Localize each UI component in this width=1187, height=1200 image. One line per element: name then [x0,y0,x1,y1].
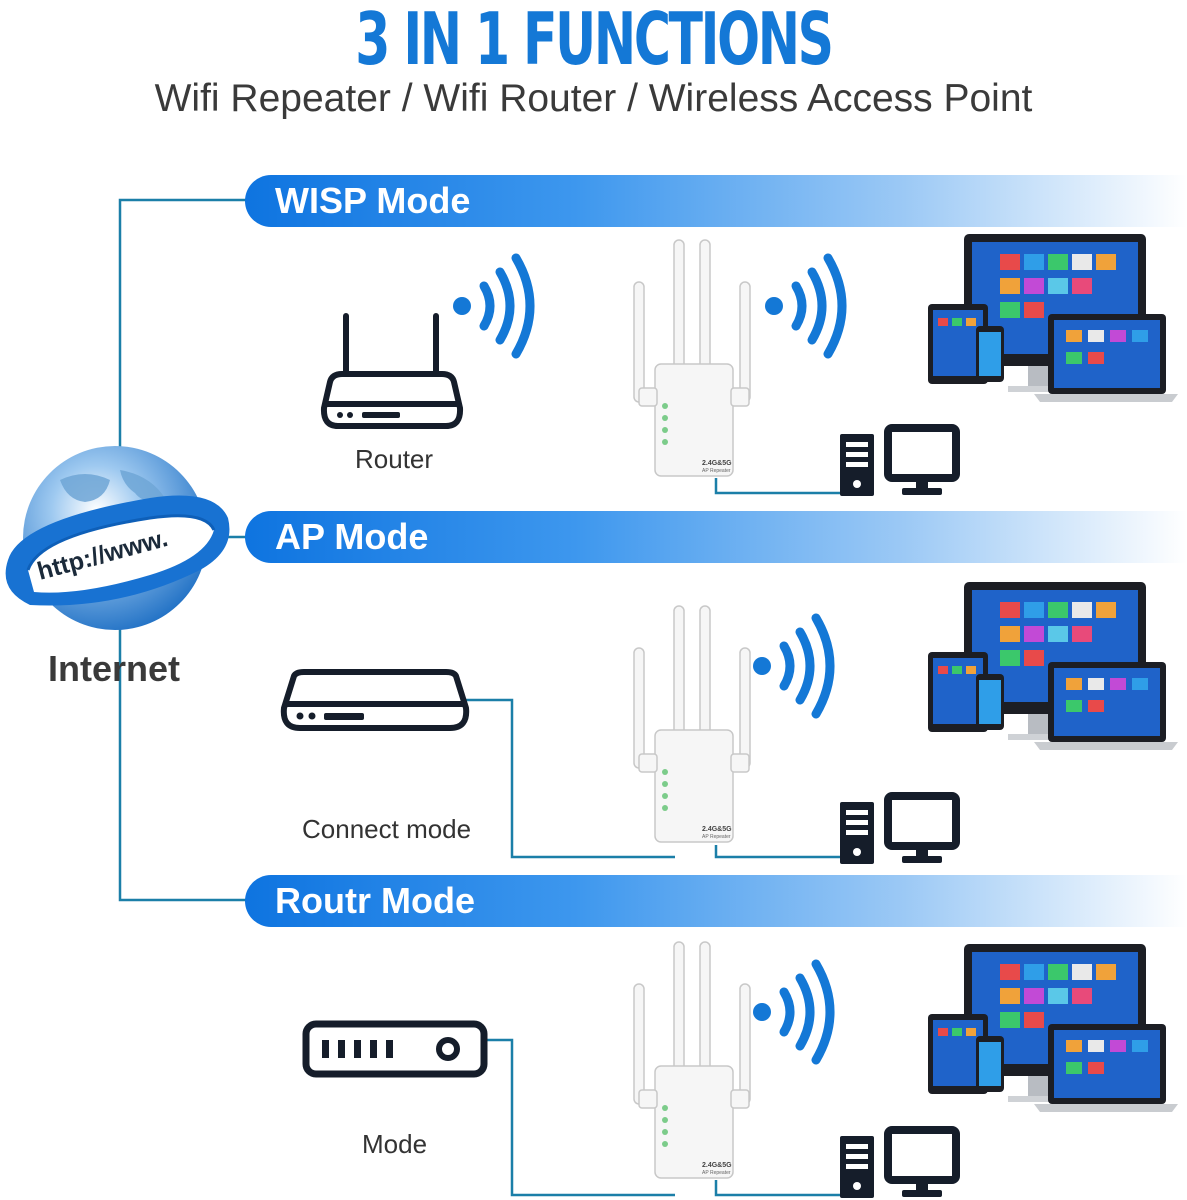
page-subtitle: Wifi Repeater / Wifi Router / Wireless A… [154,77,1033,120]
devices-group-icon [928,234,1178,402]
wisp-mode-band: WISP Mode [245,175,1187,227]
repeater-badge: 2.4G&5G [702,460,732,467]
repeater-device-icon: 2.4G&5G AP Repeater [633,605,751,843]
mode-caption: Mode [362,1129,428,1159]
router-caption: Router [355,444,434,474]
wifi-signal-icon [453,253,535,359]
wifi-signal-icon [753,959,835,1065]
wifi-signal-icon [765,253,847,359]
internet-label: Internet [48,648,181,689]
modem-icon [280,669,470,731]
router-icon [320,313,464,429]
ap-mode-band: AP Mode [245,511,1187,563]
router-mode-band: Routr Mode [245,875,1187,927]
desktop-pc-icon [840,424,960,496]
desktop-pc-icon [840,792,960,864]
repeater-sublabel: AP Repeater [702,1170,731,1176]
router-mode-label: Routr Mode [275,880,475,921]
wifi-signal-icon [753,613,835,719]
repeater-sublabel: AP Repeater [702,468,731,474]
repeater-device-icon: 2.4G&5G AP Repeater [633,941,751,1179]
wisp-mode-label: WISP Mode [275,180,471,221]
switch-device-icon [302,1020,488,1078]
ap-mode-label: AP Mode [275,516,429,557]
devices-group-icon [928,582,1178,750]
repeater-badge: 2.4G&5G [702,1162,732,1169]
globe-icon: http://www. [5,446,230,630]
repeater-device-icon: 2.4G&5G AP Repeater [633,239,751,477]
repeater-badge: 2.4G&5G [702,826,732,833]
connect-mode-caption: Connect mode [302,814,472,844]
devices-group-icon [928,944,1178,1112]
desktop-pc-icon [840,1126,960,1198]
page-title: 3 IN 1 FUNCTIONS [355,0,834,81]
repeater-sublabel: AP Repeater [702,834,731,840]
